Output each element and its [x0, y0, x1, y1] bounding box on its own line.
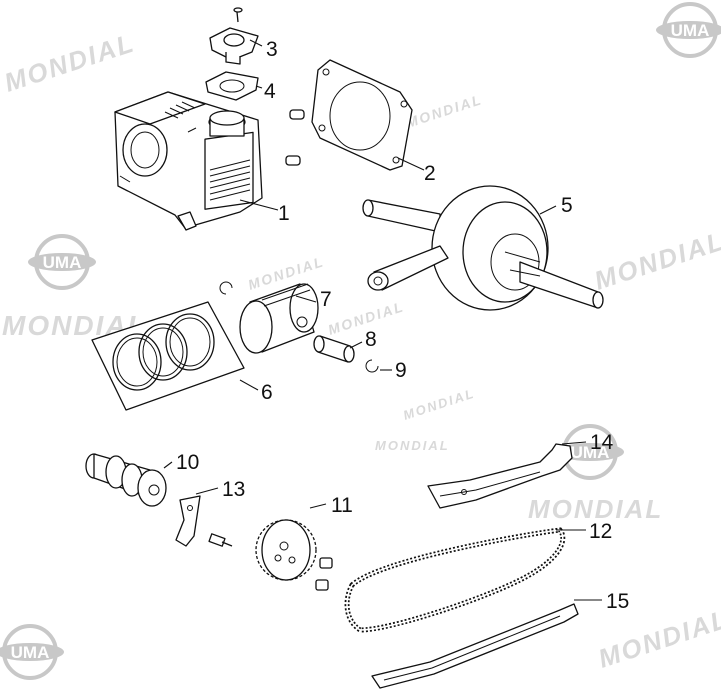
watermark-brand: MONDIAL: [591, 225, 721, 295]
callout-number: 14: [590, 431, 614, 454]
callout-number: 5: [561, 194, 573, 217]
leader-line: [349, 341, 363, 349]
uma-logo-watermark: UMA: [0, 624, 64, 680]
callout-number: 4: [264, 80, 276, 103]
uma-logo-watermark: UMA: [656, 2, 721, 58]
piston-ring-set: [91, 301, 245, 411]
callout-number: 3: [266, 38, 278, 61]
camshaft: [85, 453, 167, 507]
callout-number: 15: [606, 590, 629, 613]
leader-line: [249, 39, 263, 47]
callout-number: 9: [395, 359, 407, 382]
leader-line: [163, 461, 173, 469]
leader-line: [239, 199, 279, 211]
leader-line: [539, 205, 557, 215]
piston-pin: [313, 335, 355, 363]
leader-line: [397, 157, 425, 171]
bolt: [315, 557, 333, 591]
watermark-brand: MONDIAL: [246, 253, 326, 293]
piston: [219, 281, 319, 354]
cylinder-base-gasket: [311, 59, 413, 171]
logo-text: UMA: [43, 253, 82, 272]
callout-number: 12: [589, 520, 612, 543]
logo-text: UMA: [11, 643, 50, 662]
callout-number: 13: [222, 478, 245, 501]
crankshaft: [362, 185, 604, 311]
tensioner-cap: [209, 7, 259, 65]
dowel-pin: [285, 109, 305, 166]
leader-line: [255, 85, 263, 89]
bolt: [208, 533, 233, 547]
cam-retainer-plate: [175, 495, 201, 547]
timing-chain: [344, 527, 566, 633]
callout-number: 2: [424, 162, 436, 185]
watermark-brand: MONDIAL: [1, 27, 139, 97]
callout-number: 10: [176, 451, 199, 474]
leader-line: [561, 441, 587, 445]
cam-sprocket: [255, 519, 317, 581]
watermark-brand: MONDIAL: [595, 603, 721, 673]
watermark-layer: MONDIAL MONDIAL MONDIAL MONDIAL MONDIAL …: [0, 2, 721, 680]
watermark-brand: MONDIAL: [375, 438, 450, 453]
leader-line: [295, 295, 317, 303]
cylinder-block: [114, 91, 263, 231]
chain-tensioner-guide: [427, 443, 573, 509]
logo-text: UMA: [571, 443, 610, 462]
callout-number: 11: [331, 494, 353, 517]
callout-number: 1: [278, 202, 290, 225]
callout-number: 7: [320, 288, 332, 311]
leader-line: [195, 487, 219, 495]
watermark-brand: MONDIAL: [404, 91, 484, 131]
leader-lines: [163, 39, 602, 601]
leader-line: [239, 379, 259, 391]
callout-number: 8: [365, 328, 377, 351]
uma-logo-watermark: UMA: [28, 234, 96, 290]
logo-text: UMA: [671, 21, 710, 40]
watermark-brand: MONDIAL: [401, 386, 477, 423]
watermark-brand: MONDIAL: [528, 494, 663, 524]
callout-number: 6: [261, 381, 273, 404]
cap-gasket: [205, 71, 259, 101]
chain-guide: [371, 603, 579, 689]
leader-line: [309, 503, 327, 509]
circlip: [365, 359, 379, 373]
callout-labels: 1 2 3 4 5 6 7 8 9 10 11 12 13 14 15: [176, 38, 629, 613]
